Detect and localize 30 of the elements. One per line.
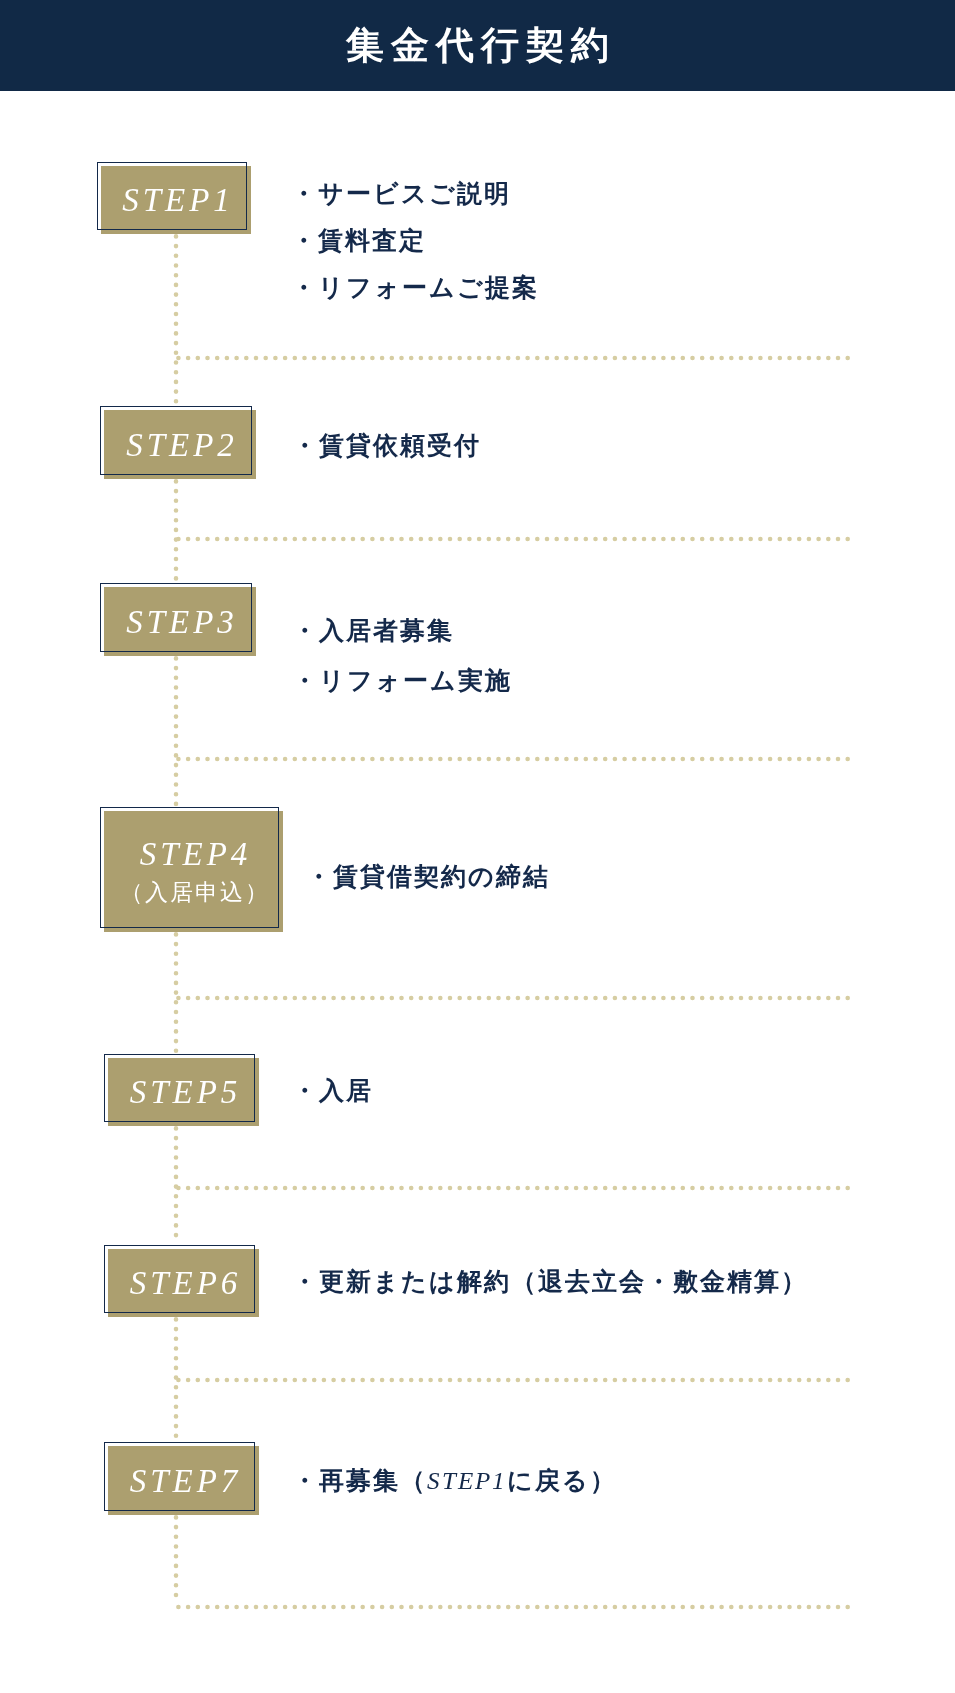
list-item: ・更新または解約（退去立会・敷金精算） xyxy=(292,1267,808,1297)
step-label: STEP1 xyxy=(121,181,234,220)
step-label: STEP5 xyxy=(128,1073,242,1112)
step-label: STEP4 xyxy=(138,834,252,874)
connector-line xyxy=(173,234,179,406)
step-box xyxy=(104,1442,259,1515)
step-label: STEP6 xyxy=(128,1264,242,1303)
list-item: ・入居者募集 xyxy=(292,616,454,646)
list-item: ・入居 xyxy=(292,1076,373,1106)
connector-line xyxy=(173,656,179,807)
list-item: ・賃貸依頼受付 xyxy=(292,431,481,461)
list-item: ・サービスご説明 xyxy=(291,179,511,209)
list-item: ・賃貸借契約の締結 xyxy=(306,862,550,892)
step-box xyxy=(100,583,256,656)
list-item: ・再募集（STEP1に戻る） xyxy=(292,1466,617,1496)
step-subtitle: （入居申込） xyxy=(118,877,270,907)
connector-line xyxy=(173,479,179,583)
step-label: STEP2 xyxy=(125,425,238,465)
title-banner: 集金代行契約 xyxy=(0,0,955,91)
step-label: STEP7 xyxy=(128,1461,242,1501)
step-box xyxy=(104,1245,259,1317)
list-item: ・賃料査定 xyxy=(291,226,426,256)
step-label: STEP3 xyxy=(125,602,238,642)
step-box xyxy=(97,162,251,234)
list-item: ・リフォーム実施 xyxy=(292,666,512,696)
connector-line xyxy=(173,932,179,1054)
step-box xyxy=(100,406,256,479)
step-box xyxy=(100,807,283,932)
list-item: ・リフォームご提案 xyxy=(291,273,539,303)
step-box xyxy=(104,1054,259,1126)
